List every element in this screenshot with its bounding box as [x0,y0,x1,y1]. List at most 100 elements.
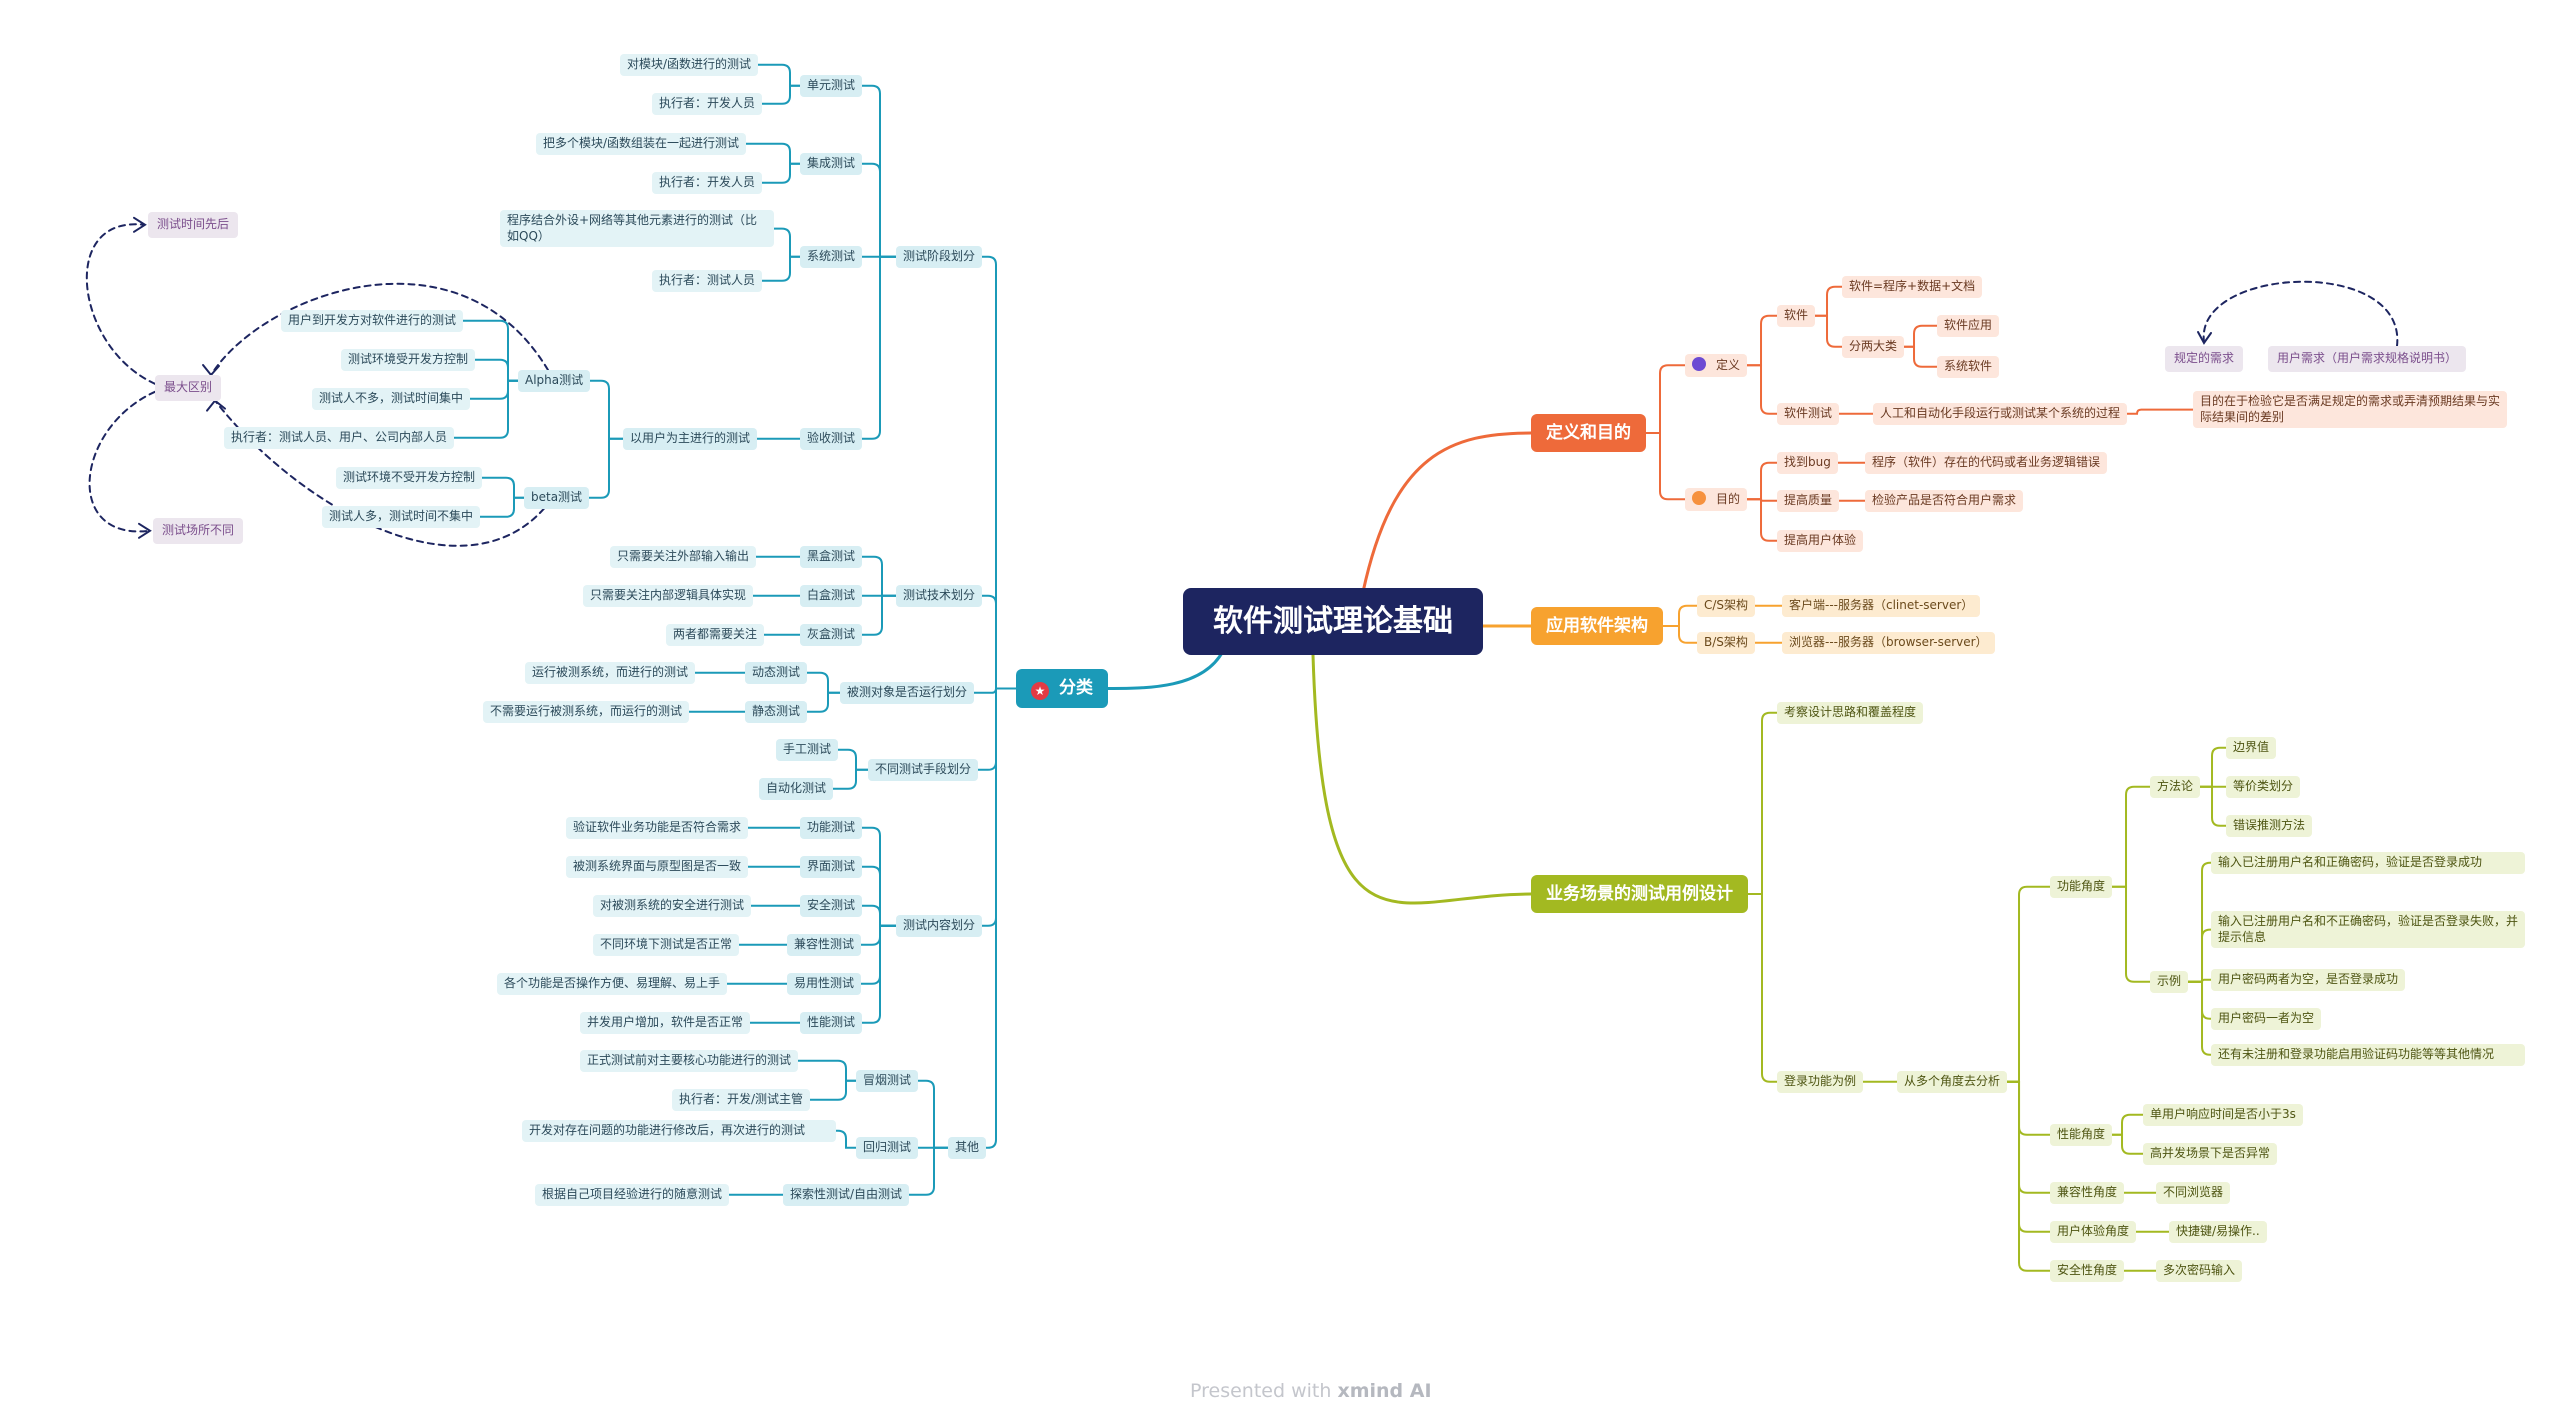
exploratory-test-desc[interactable]: 根据自己项目经验进行的随意测试 [535,1184,730,1206]
static-test[interactable]: 静态测试 [745,701,808,723]
example-1[interactable]: 输入已注册用户名和正确密码，验证是否登录成功 [2211,852,2525,874]
performance-test-desc[interactable]: 并发用户增加，软件是否正常 [580,1012,751,1034]
automated-test[interactable]: 自动化测试 [759,778,834,800]
security-test[interactable]: 安全测试 [800,895,863,917]
integration-test[interactable]: 集成测试 [800,153,863,175]
branch-business-scenario[interactable]: 业务场景的测试用例设计 [1531,875,1748,914]
compatibility-angle-node[interactable]: 兼容性角度 [2050,1182,2125,1204]
exploratory-test[interactable]: 探索性测试/自由测试 [783,1184,910,1206]
static-test-desc[interactable]: 不需要运行被测系统，而运行的测试 [483,701,690,723]
alpha-item-1[interactable]: 用户到开发方对软件进行的测试 [281,310,464,332]
branch-definition-purpose[interactable]: 定义和目的 [1531,414,1646,453]
beta-test[interactable]: beta测试 [524,487,590,509]
functional-test-desc[interactable]: 验证软件业务功能是否符合需求 [566,817,749,839]
functional-test[interactable]: 功能测试 [800,817,863,839]
perf-response-time[interactable]: 单用户响应时间是否小于3s [2143,1104,2303,1126]
login-example-node[interactable]: 登录功能为例 [1777,1071,1864,1093]
example-2[interactable]: 输入已注册用户名和不正确密码，验证是否登录失败，并提示信息 [2211,911,2525,949]
manual-test[interactable]: 手工测试 [776,739,839,761]
unit-test[interactable]: 单元测试 [800,75,863,97]
error-guessing[interactable]: 错误推测方法 [2226,815,2313,837]
stage-division[interactable]: 测试阶段划分 [896,246,983,268]
user-requirements[interactable]: 用户需求（用户需求规格说明书） [2268,346,2467,372]
user-based-test[interactable]: 以用户为主进行的测试 [623,428,758,450]
compatibility-test-desc[interactable]: 不同环境下测试是否正常 [593,934,740,956]
technique-division[interactable]: 测试技术划分 [896,585,983,607]
multi-angle-node[interactable]: 从多个角度去分析 [1897,1071,2008,1093]
gray-box-desc[interactable]: 两者都需要关注 [666,624,765,646]
performance-test[interactable]: 性能测试 [800,1012,863,1034]
integration-test-executor[interactable]: 执行者：开发人员 [652,172,763,194]
type-software-application[interactable]: 软件应用 [1937,315,2000,337]
means-division[interactable]: 不同测试手段划分 [868,759,979,781]
example-5[interactable]: 还有未注册和登录功能启用验证码功能等等其他情况 [2211,1044,2525,1066]
improve-quality-node[interactable]: 提高质量 [1777,490,1840,512]
running-division[interactable]: 被测对象是否运行划分 [840,682,975,704]
methodology-node[interactable]: 方法论 [2150,776,2201,798]
example-3[interactable]: 用户密码两者为空，是否登录成功 [2211,969,2406,991]
find-bug-detail[interactable]: 程序（软件）存在的代码或者业务逻辑错误 [1865,452,2108,474]
bs-architecture[interactable]: B/S架构 [1697,632,1755,654]
usability-test-desc[interactable]: 各个功能是否操作方便、易理解、易上手 [497,973,728,995]
testing-process[interactable]: 人工和自动化手段运行或测试某个系统的过程 [1873,403,2128,425]
examples-node[interactable]: 示例 [2150,971,2189,993]
compatibility-test[interactable]: 兼容性测试 [787,934,862,956]
performance-angle-node[interactable]: 性能角度 [2050,1124,2113,1146]
alpha-item-2[interactable]: 测试环境受开发方控制 [341,349,476,371]
root-topic[interactable]: 软件测试理论基础 [1183,588,1483,655]
example-4[interactable]: 用户密码一者为空 [2211,1008,2322,1030]
definition-node[interactable]: 定义 [1685,354,1748,377]
dynamic-test-desc[interactable]: 运行被测系统，而进行的测试 [525,662,696,684]
cs-architecture[interactable]: C/S架构 [1697,595,1756,617]
alpha-item-3[interactable]: 测试人不多，测试时间集中 [312,388,471,410]
branch-classification[interactable]: ★分类 [1016,669,1108,708]
system-test[interactable]: 系统测试 [800,246,863,268]
smoke-test[interactable]: 冒烟测试 [856,1070,919,1092]
smoke-test-executor[interactable]: 执行者：开发/测试主管 [672,1089,811,1111]
type-system-software[interactable]: 系统软件 [1937,356,2000,378]
system-test-executor[interactable]: 执行者：测试人员 [652,270,763,292]
software-testing-node[interactable]: 软件测试 [1777,403,1840,425]
security-angle-node[interactable]: 安全性角度 [2050,1260,2125,1282]
security-test-desc[interactable]: 对被测系统的安全进行测试 [593,895,752,917]
system-test-desc[interactable]: 程序结合外设+网络等其他元素进行的测试（比如QQ） [500,210,774,248]
alpha-test[interactable]: Alpha测试 [518,370,591,392]
improve-quality-detail[interactable]: 检验产品是否符合用户需求 [1865,490,2024,512]
black-box-test[interactable]: 黑盒测试 [800,546,863,568]
content-division[interactable]: 测试内容划分 [896,915,983,937]
ux-angle-node[interactable]: 用户体验角度 [2050,1221,2137,1243]
gray-box-test[interactable]: 灰盒测试 [800,624,863,646]
compare-test-place[interactable]: 测试场所不同 [153,518,244,544]
acceptance-test[interactable]: 验收测试 [800,428,863,450]
beta-item-2[interactable]: 测试人多，测试时间不集中 [322,506,481,528]
usability-test[interactable]: 易用性测试 [787,973,862,995]
inspect-design-node[interactable]: 考察设计思路和覆盖程度 [1777,702,1924,724]
regression-test[interactable]: 回归测试 [856,1137,919,1159]
bs-detail[interactable]: 浏览器---服务器（browser-server） [1782,632,1995,654]
two-types-node[interactable]: 分两大类 [1842,336,1905,358]
purpose-node[interactable]: 目的 [1685,488,1748,511]
beta-item-1[interactable]: 测试环境不受开发方控制 [336,467,483,489]
boundary-value[interactable]: 边界值 [2226,737,2277,759]
software-node[interactable]: 软件 [1777,305,1816,327]
equivalence-partitioning[interactable]: 等价类划分 [2226,776,2301,798]
regression-test-desc[interactable]: 开发对存在问题的功能进行修改后，再次进行的测试 [522,1120,836,1142]
white-box-desc[interactable]: 只需要关注内部逻辑具体实现 [583,585,754,607]
function-angle-node[interactable]: 功能角度 [2050,876,2113,898]
perf-high-concurrency[interactable]: 高并发场景下是否异常 [2143,1143,2278,1165]
unit-test-executor[interactable]: 执行者：开发人员 [652,93,763,115]
compat-browsers[interactable]: 不同浏览器 [2156,1182,2231,1204]
white-box-test[interactable]: 白盒测试 [800,585,863,607]
find-bug-node[interactable]: 找到bug [1777,452,1838,474]
software-formula[interactable]: 软件=程序+数据+文档 [1842,276,1983,298]
branch-architecture[interactable]: 应用软件架构 [1531,607,1663,646]
alpha-item-4[interactable]: 执行者：测试人员、用户、公司内部人员 [224,427,455,449]
security-password[interactable]: 多次密码输入 [2156,1260,2243,1282]
specified-requirements[interactable]: 规定的需求 [2165,346,2244,372]
compare-biggest-difference[interactable]: 最大区别 [155,375,222,401]
ui-test[interactable]: 界面测试 [800,856,863,878]
compare-time-order[interactable]: 测试时间先后 [148,212,239,238]
other-node[interactable]: 其他 [948,1137,987,1159]
unit-test-desc[interactable]: 对模块/函数进行的测试 [620,54,759,76]
ui-test-desc[interactable]: 被测系统界面与原型图是否一致 [566,856,749,878]
